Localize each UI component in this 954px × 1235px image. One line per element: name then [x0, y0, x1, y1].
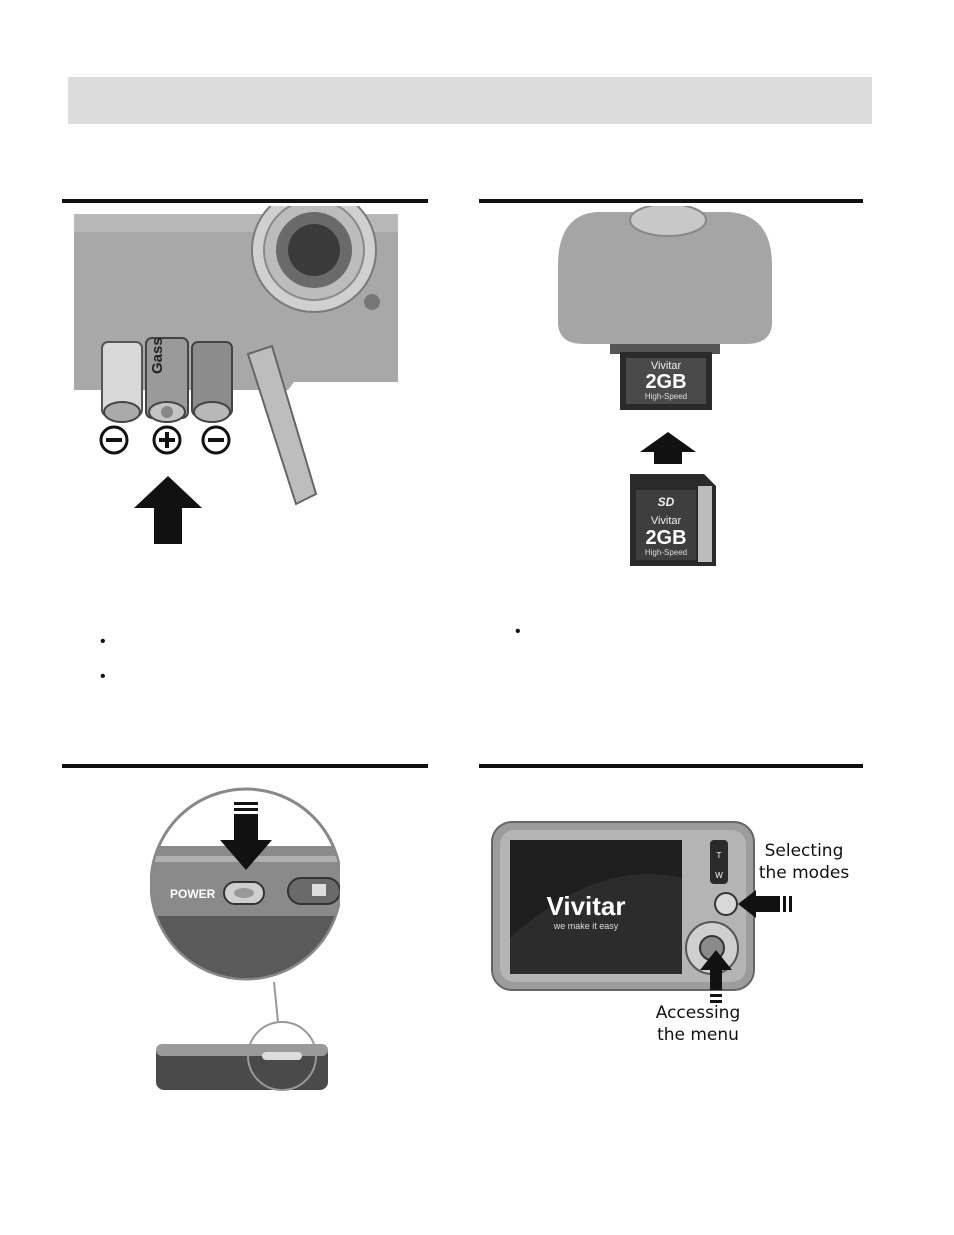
menu-callout-line-1: Accessing [655, 1003, 741, 1023]
modes-section-rule [479, 764, 863, 768]
plus-sign-icon [152, 425, 182, 455]
insert-arrow-icon [640, 432, 696, 464]
lcd-screen: Vivitar we make it easy [510, 840, 682, 974]
sd-card-speed: High-Speed [645, 392, 687, 401]
power-label: POWER [170, 887, 216, 901]
sd-card-brand: Vivitar [651, 515, 682, 527]
battery-brand-label: Gass [149, 337, 166, 374]
mode-arrow-tail [756, 896, 792, 912]
camera-back-figure: Vivitar we make it easy T W [491, 821, 756, 991]
battery-icon [101, 341, 143, 423]
zoom-wide-label: W [715, 871, 723, 880]
menu-callout-line-2: the menu [657, 1025, 739, 1045]
screen-brand: Vivitar [546, 891, 625, 921]
menu-arrow-icon [700, 950, 732, 1003]
insert-arrow-icon [134, 476, 202, 544]
press-arrow-icon [220, 802, 272, 870]
lens-icon [251, 206, 377, 313]
battery-door [246, 344, 318, 506]
modes-callout: Selecting the modes [752, 840, 856, 884]
camera-mode-button [287, 877, 340, 905]
battery-bullet-1: • [100, 633, 106, 650]
sd-section-rule [479, 199, 863, 203]
mode-arrow-icon [738, 890, 756, 918]
sd-card-loose: SD Vivitar 2GB High-Speed [630, 474, 716, 566]
battery-section-rule [62, 199, 428, 203]
battery-icon: Gass [145, 337, 189, 423]
battery-icon [191, 341, 233, 423]
modes-callout-line-1: Selecting [764, 841, 844, 861]
sd-card-capacity: 2GB [645, 527, 686, 549]
sd-card-speed: High-Speed [645, 548, 687, 557]
sd-card-insertion-figure: Vivitar 2GB High-Speed SD Vivitar 2GB Hi… [558, 206, 772, 566]
minus-sign-icon [201, 425, 231, 455]
sd-card-brand: Vivitar [651, 360, 682, 372]
menu-callout: Accessing the menu [646, 1002, 750, 1046]
power-button [223, 881, 265, 905]
battery-insertion-figure: Gass [74, 206, 398, 544]
zoom-tele-label: T [717, 851, 722, 860]
modes-callout-line-2: the modes [758, 863, 850, 883]
power-button-figure: POWER [150, 787, 340, 1091]
sd-bullet-1: • [515, 623, 521, 640]
minus-sign-icon [99, 425, 129, 455]
zoom-rocker: T W [710, 840, 728, 884]
power-section-rule [62, 764, 428, 768]
sd-card-capacity: 2GB [645, 371, 686, 393]
section-header-bar [68, 77, 872, 124]
mode-button [714, 892, 738, 916]
battery-bullet-2: • [100, 668, 106, 685]
screen-tagline: we make it easy [553, 921, 619, 931]
sd-logo: SD [658, 495, 675, 509]
sd-card-inserted: Vivitar 2GB High-Speed [620, 352, 712, 410]
